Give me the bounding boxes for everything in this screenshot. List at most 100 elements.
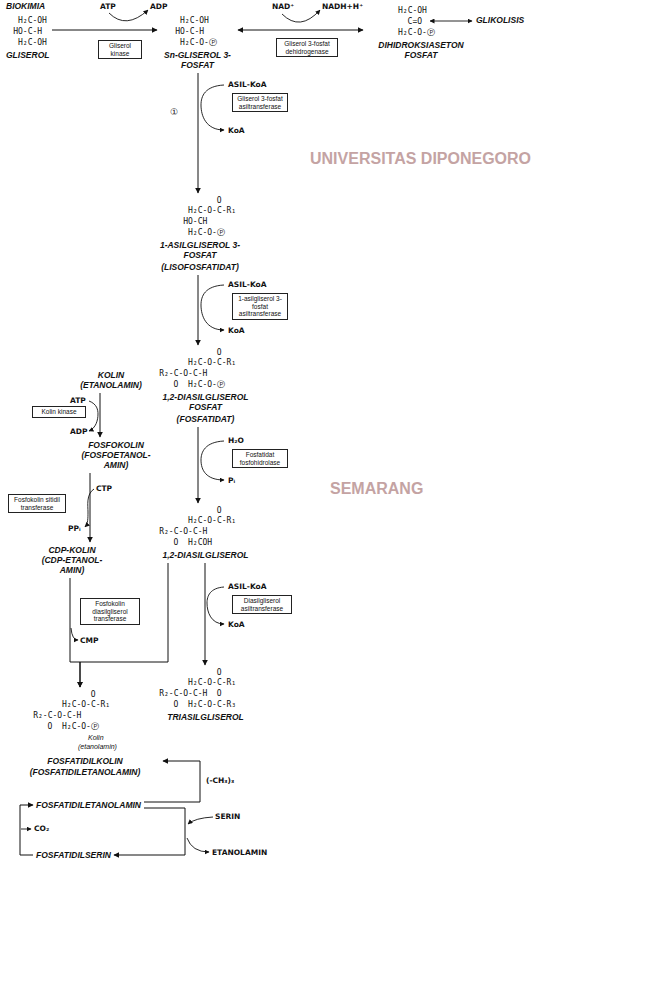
cofactor-label: ATP (100, 2, 116, 11)
cofactor-label: ASIL-KoA (228, 280, 267, 289)
enzyme-box: Fosfatidat fosfohidrolase (232, 449, 288, 468)
pathway-arrow (238, 30, 363, 31)
enzyme-name: Fosfokolin diasilgliserol transferase (83, 600, 137, 623)
structure-formula: O (217, 668, 222, 678)
glycolysis-arrow (430, 21, 472, 22)
cofactor-arrow (201, 85, 224, 130)
cofactor-label: Pᵢ (228, 476, 235, 485)
compound: FOSFATIDILETANOLAMIN (36, 800, 141, 810)
cofactor-arrow (71, 628, 78, 640)
structure-formula: R₂-C-O-C-H (159, 689, 207, 699)
compound-name: 1-ASILGLISEROL 3-FOSFAT (150, 240, 250, 260)
cofactor-label: CMP (80, 636, 98, 645)
compound-name: GLISEROL (6, 50, 49, 60)
cofactor-arrow (282, 10, 320, 22)
cofactor-arrow (21, 829, 31, 830)
pathway-arrow (100, 393, 101, 437)
pathway-arrow (80, 563, 168, 687)
compound-name: CDP-KOLIN (36, 545, 108, 555)
compound-name: KOLIN (76, 370, 146, 380)
substituent-name: Kolin (88, 733, 104, 742)
cofactor-arrow (89, 401, 98, 431)
cofactor-label: CTP (96, 484, 112, 493)
callout-number: ① (170, 108, 178, 117)
structure-formula: H₂C-O-C-R₁ (62, 700, 110, 710)
compound: FOSFATIDILSERIN (36, 850, 111, 860)
structure-formula: H₂C-O-Ⓟ (188, 380, 225, 390)
pathway-arrow (20, 805, 33, 855)
cofactor-arrow (109, 10, 148, 21)
compound-name: FOSFATIDILSERIN (36, 850, 111, 860)
compound: FOSFOKOLIN(FOSFOETANOL-AMIN) (76, 440, 156, 470)
cofactor-arrow (187, 838, 209, 852)
enzyme-box: 1-asilgliserol 3-fosfat asiltransferase (232, 293, 288, 320)
compound: OH₂C-O-C-R₁HO-CHH₂C-O-Ⓟ 1-ASILGLISEROL 3-… (150, 196, 250, 272)
cofactor-arrow (188, 817, 213, 824)
structure-formula: H₂C-OH (180, 16, 209, 26)
pathway-arrow (90, 473, 91, 542)
structure-formula: H₂C-OH (398, 6, 427, 16)
cofactor-label: ETANOLAMIN (212, 848, 267, 857)
enzyme-name: Gliserol 3-fosfat dehidrogenase (279, 40, 335, 55)
structure-formula: H₂C-O-Ⓟ (62, 722, 99, 732)
cofactor-label: KoA (228, 620, 245, 629)
structure-formula: O (48, 722, 53, 732)
cofactor-label: H₂O (228, 436, 244, 445)
structure-formula: HO-CH (183, 217, 207, 227)
enzyme-box: Diasilgliserol asiltransferase (232, 595, 292, 614)
cofactor-label: CO₂ (34, 824, 49, 833)
cofactor-arrow (201, 285, 224, 330)
running-header: BIOKIMIA (6, 2, 45, 11)
pathway-arrow (114, 808, 185, 855)
compound: OH₂C-O-C-R₁R₂-C-O-C-HOH₂C-O-ⓅKolin(etano… (10, 690, 160, 777)
cofactor-label: ADP (150, 2, 168, 11)
structure-formula: O (217, 196, 222, 206)
cofactor-label: (-CH₃)₃ (206, 776, 234, 785)
enzyme-box: Gliserol 3-fosfat dehidrogenase (276, 38, 338, 57)
cofactor-arrow (201, 441, 224, 480)
compound-name: (FOSFOETANOL-AMIN) (76, 450, 156, 470)
compound-name: (FOSFATIDILETANOLAMIN) (10, 767, 160, 777)
enzyme-name: Diasilgliserol asiltransferase (235, 597, 289, 612)
structure-formula: H₂C-O-C-R₁ (188, 516, 236, 526)
compound-name: 1,2-DIASILGLISEROL (148, 550, 263, 560)
cofactor-arrow (207, 587, 224, 624)
structure-formula: R₂-C-O-C-H (33, 711, 81, 721)
structure-formula: O (174, 380, 179, 390)
compound-name: FOSFOKOLIN (76, 440, 156, 450)
enzyme-box: Gliserol kinase (98, 40, 142, 59)
compound: OH₂C-O-C-R₁R₂-C-O-C-HOOH₂C-O-C-R₃TRIASIL… (148, 668, 263, 722)
structure-formula: H₂C-O-C-R₁ (188, 678, 236, 688)
enzyme-box: Fosfokolin diasilgliserol transferase (80, 598, 140, 625)
cofactor-label: KoA (228, 126, 245, 135)
structure-formula: H₂C-O-C-R₁ (188, 358, 236, 368)
compound: KOLIN(ETANOLAMIN) (76, 370, 146, 390)
structure-formula: H₂C-O-C-R₁ (188, 206, 236, 216)
cofactor-label: SERIN (215, 812, 240, 821)
enzyme-name: Kolin kinase (35, 408, 83, 416)
structure-formula: H₂C-O-Ⓟ (180, 38, 217, 48)
compound: H₂C-OHHO-C-HH₂C-OHGLISEROL (6, 16, 49, 60)
structure-formula: HO-C-H (175, 27, 204, 37)
compound-name: FOSFATIDILKOLIN (10, 756, 160, 766)
structure-formula: HO-C-H (13, 27, 42, 37)
structure-formula: O (174, 700, 179, 710)
enzyme-box: Gliserol 3-fosfat asiltransferase (232, 93, 288, 112)
compound: OH₂C-O-C-R₁R₂-C-O-C-HOH₂COH1,2-DIASILGLI… (148, 506, 263, 560)
structure-formula: H₂C-OH (18, 38, 47, 48)
compound: H₂C-OHC=OH₂C-O-ⓅDIHIDROKSIASETON FOSFAT (366, 6, 476, 60)
pathway-arrow (198, 73, 199, 193)
compound-name: DIHIDROKSIASETON FOSFAT (366, 40, 476, 60)
structure-formula: R₂-C-O-C-H (159, 527, 207, 537)
compound-name: (CDP-ETANOL-AMIN) (36, 555, 108, 575)
structure-formula: H₂C-O-Ⓟ (188, 228, 225, 238)
pathway-arrow (52, 30, 157, 31)
compound-name: Sn-GLISEROL 3-FOSFAT (160, 50, 235, 70)
compound-name: (FOSFATIDAT) (148, 414, 263, 424)
compound: OH₂C-O-C-R₁R₂-C-O-C-HOH₂C-O-Ⓟ1,2-DIASILG… (148, 348, 263, 424)
enzyme-name: Gliserol kinase (101, 42, 139, 57)
pathway-arrow (198, 427, 199, 503)
pathway-label: GLIKOLISIS (476, 16, 524, 25)
enzyme-box: Fosfokolin sitidil transferase (8, 494, 66, 513)
